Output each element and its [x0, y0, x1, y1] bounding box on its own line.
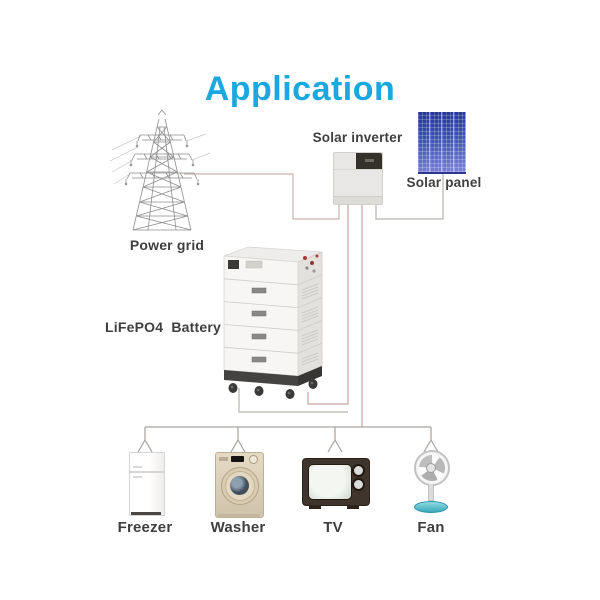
- tower-arm-mid: [130, 153, 194, 164]
- freezer-label: Freezer: [117, 519, 173, 536]
- battery-display: [228, 260, 239, 269]
- washer-door-glass: [229, 476, 249, 495]
- arrow-tv: [327, 427, 343, 453]
- tower-insulators: [124, 144, 200, 186]
- tower-legs: [132, 109, 192, 231]
- battery-base-side: [298, 366, 322, 386]
- inverter-seam: [334, 169, 382, 170]
- battery-label: LiFePO4 Battery: [105, 319, 221, 335]
- tower-arm-top: [136, 134, 188, 145]
- freezer-base: [131, 512, 161, 515]
- freezer-icon: [129, 452, 165, 516]
- solar-panel-image: [418, 112, 466, 174]
- wire-panel-to-inverter: [375, 173, 444, 220]
- battery-module-handles: [251, 287, 267, 363]
- tv-knob-bottom: [352, 478, 365, 491]
- solar-inverter-image: [333, 152, 383, 205]
- battery-terminals: [303, 254, 319, 273]
- inverter-display: [356, 153, 382, 169]
- tower-ties: [133, 126, 191, 231]
- battery-wheels: [228, 379, 318, 399]
- battery-vent-top: [245, 260, 263, 269]
- battery-module-seams: [223, 274, 323, 354]
- solar-inverter-label: Solar inverter: [312, 130, 403, 145]
- wire-inverter-to-battery: [307, 204, 349, 405]
- inverter-display-readout: [365, 159, 374, 162]
- load-drop-arrows: [137, 427, 439, 453]
- wire-battery-to-junction: [238, 388, 348, 413]
- washer-base: [218, 514, 260, 517]
- washer-door-ring: [224, 471, 255, 501]
- freezer-handle-bottom: [133, 476, 142, 478]
- arrow-washer: [230, 427, 246, 453]
- washer-buttons: [219, 457, 228, 461]
- page-title: Application: [204, 70, 396, 108]
- arrow-fan: [423, 427, 439, 453]
- washer-knob: [249, 455, 258, 464]
- battery-side-face: [297, 251, 323, 377]
- tv-foot-left: [309, 505, 321, 509]
- tower-braces: [132, 126, 192, 231]
- tower-cables: [109, 133, 211, 185]
- inverter-base: [334, 196, 382, 204]
- power-grid-icon: [109, 109, 211, 231]
- wire-grid-to-inverter: [184, 173, 340, 220]
- freezer-door-divider: [130, 471, 164, 473]
- connection-lines: [137, 173, 444, 453]
- tv-knob-top: [352, 464, 365, 477]
- battery-side-vents: [301, 283, 319, 366]
- tower-arm-bottom: [125, 172, 199, 183]
- fan-label: Fan: [417, 519, 445, 536]
- washer-door: [220, 467, 259, 505]
- battery-image: [223, 246, 323, 399]
- tv-foot-right: [347, 505, 359, 509]
- washer-display: [231, 456, 244, 462]
- fan-icon: [412, 450, 450, 513]
- washer-icon: [215, 452, 264, 518]
- power-grid-label: Power grid: [129, 237, 205, 253]
- battery-base-front: [224, 370, 298, 386]
- fan-stand: [428, 484, 434, 501]
- solar-panel-label: Solar panel: [406, 175, 482, 190]
- tv-icon: [302, 458, 370, 509]
- freezer-handle-top: [133, 466, 142, 468]
- arrow-freezer: [137, 427, 153, 453]
- fan-hub: [426, 463, 436, 473]
- fan-base: [414, 501, 448, 513]
- tv-label: TV: [323, 519, 343, 536]
- washer-label: Washer: [210, 519, 266, 536]
- tv-screen: [308, 464, 352, 500]
